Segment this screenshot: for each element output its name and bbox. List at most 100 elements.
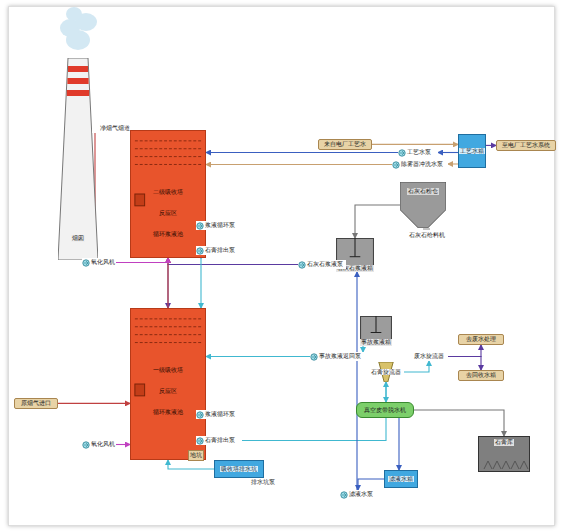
absorber-tower: 一级吸收塔反应区循环浆液池 xyxy=(130,308,206,460)
node-text: 真空皮带脱水机 xyxy=(364,407,406,414)
node-text: 石灰石粉仓 xyxy=(407,188,439,195)
pump-unit: 石膏排出泵 xyxy=(196,246,242,255)
absorber-tower: 二级吸收塔反应区循环浆液池 xyxy=(130,130,206,258)
pump-symbol xyxy=(392,161,400,169)
pipe-line xyxy=(448,357,481,371)
pipe-line xyxy=(398,418,399,470)
node-text: 至电厂工艺水系统 xyxy=(502,142,550,149)
chim-outline xyxy=(58,58,98,260)
pump-unit: 石灰石浆液泵 xyxy=(298,260,346,269)
pipe-line xyxy=(448,345,481,357)
terminal-tag: 去回收水箱 xyxy=(458,370,504,381)
water-tank: 滤液水箱 xyxy=(384,470,418,488)
pump-symbol xyxy=(340,491,348,499)
node-text: 石膏旋流器 xyxy=(371,369,401,376)
node-text: 原烟气进口 xyxy=(21,400,51,407)
node-text: 滤液水泵 xyxy=(349,491,373,498)
node-text: 浆液循环泵 xyxy=(205,411,235,418)
pump-unit: 氧化风机 xyxy=(82,440,116,449)
node-text: 去回收水箱 xyxy=(466,372,496,379)
pump-unit: 除雾器冲洗水泵 xyxy=(392,160,448,169)
pipe-line xyxy=(486,145,496,146)
pipe-line xyxy=(448,163,458,164)
node-text: 一级吸收塔 xyxy=(153,367,183,374)
pipe-line xyxy=(438,152,458,153)
pipe-line xyxy=(167,258,168,308)
node-text: 事故浆液返回泵 xyxy=(319,353,361,360)
pipe-line xyxy=(206,164,392,165)
node-text: 去废水处理 xyxy=(466,336,496,343)
pump-symbol xyxy=(310,353,318,361)
pipe-line xyxy=(168,265,298,309)
pipe-line xyxy=(168,460,214,469)
pump-symbol xyxy=(298,261,306,269)
belt-filter: 真空皮带脱水机 xyxy=(356,402,414,418)
pump-symbol xyxy=(398,149,406,157)
pipe-line xyxy=(168,258,298,265)
pump-unit: 滤液水泵 xyxy=(340,490,376,499)
pipe-line xyxy=(206,356,310,357)
node-text: 来自电厂工艺水 xyxy=(324,141,366,148)
pump-symbol xyxy=(196,437,204,445)
node-text: 烟囱 xyxy=(71,235,85,242)
node-text: 氧化风机 xyxy=(91,441,115,448)
pipe-line xyxy=(200,255,201,308)
chimney: 烟囱 xyxy=(58,58,98,260)
annotation: 地坑 xyxy=(188,450,204,461)
node-text: 浆液循环泵 xyxy=(205,222,235,229)
pump-symbol xyxy=(196,411,204,419)
node-text: 净烟气烟道 xyxy=(100,125,130,132)
pump-unit: 浆液循环泵 xyxy=(196,221,242,230)
pipe-line xyxy=(355,205,400,238)
pipe-line xyxy=(372,144,458,145)
duct-label: 废水旋流器 xyxy=(410,352,448,361)
water-tank: 吸收塔排水坑 xyxy=(214,460,264,478)
terminal-tag: 来自电厂工艺水 xyxy=(318,139,372,150)
pump-symbol xyxy=(196,247,204,255)
terminal-tag: 去废水处理 xyxy=(458,334,504,345)
hydrocyclone: 石膏旋流器 xyxy=(368,362,404,382)
water-tank: 工艺水箱 xyxy=(458,134,486,168)
node-text: 循环浆液池 xyxy=(153,409,183,416)
pump-symbol xyxy=(196,222,204,230)
agitated-tank: 事故浆液箱 xyxy=(360,316,392,346)
node-text: 氧化风机 xyxy=(91,259,115,266)
limestone-silo: 石灰石粉仓 xyxy=(400,182,446,228)
node-text: 工艺水泵 xyxy=(407,149,431,156)
node-text: 石灰石浆液泵 xyxy=(307,261,343,268)
pipe-line xyxy=(356,272,357,490)
pump-unit: 工艺水泵 xyxy=(398,148,438,157)
node-text: 事故浆液箱 xyxy=(360,339,392,346)
pump-symbol xyxy=(82,259,90,267)
node-text: 反应区 xyxy=(159,388,177,395)
pump-unit: 石膏排出泵 xyxy=(196,436,242,445)
node-text: 除雾器冲洗水泵 xyxy=(401,161,443,168)
node-text: 滤液水箱 xyxy=(388,476,414,483)
pump-symbol xyxy=(82,441,90,449)
node-text: 循环浆液池 xyxy=(153,231,183,238)
terminal-tag: 至电厂工艺水系统 xyxy=(496,140,556,151)
pipe-line xyxy=(414,410,504,436)
pipe-line xyxy=(206,152,398,153)
pump-unit: 浆液循环泵 xyxy=(196,410,242,419)
node-text: 废水旋流器 xyxy=(414,353,444,360)
node-text: 石膏排出泵 xyxy=(205,437,235,444)
gypsum-store: 石膏库 xyxy=(478,436,530,472)
pipe-line xyxy=(358,479,384,490)
terminal-tag: 原烟气进口 xyxy=(14,398,58,409)
pipe-line xyxy=(116,444,130,445)
tower-outline xyxy=(131,309,205,459)
node-text: 石膏库 xyxy=(494,439,514,446)
node-text: 二级吸收塔 xyxy=(153,189,183,196)
pipe-line xyxy=(404,361,429,372)
node-text: 石膏排出泵 xyxy=(205,247,235,254)
annotation: 排水坑泵 xyxy=(250,478,276,487)
pump-unit: 事故浆液返回泵 xyxy=(310,352,366,361)
pipe-line xyxy=(116,258,168,263)
node-text: 吸收塔排水坑 xyxy=(220,466,258,473)
pump-unit: 氧化风机 xyxy=(82,258,116,267)
pipe-line xyxy=(385,382,386,402)
node-text: 反应区 xyxy=(159,210,177,217)
node-text: 工艺水箱 xyxy=(459,148,485,155)
